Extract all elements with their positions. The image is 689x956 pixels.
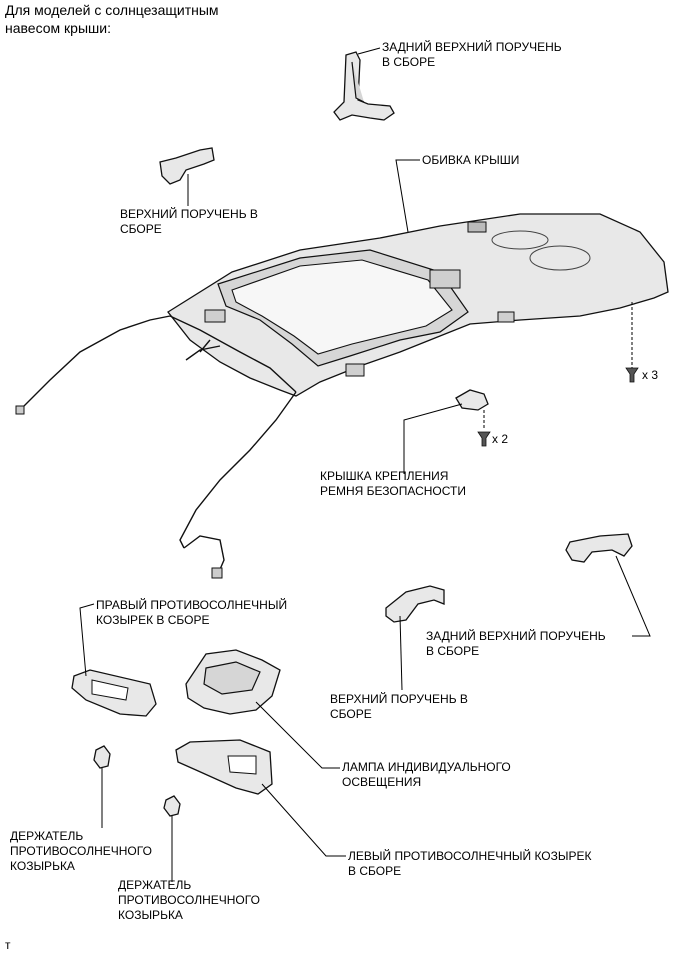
leader-lamp xyxy=(255,701,340,769)
label-rear-assist-grip-bottom: ЗАДНИЙ ВЕРХНИЙ ПОРУЧЕНЬ В СБОРЕ xyxy=(426,629,606,658)
leader-rear-grip-bottom xyxy=(615,555,651,637)
label-visor-holder-left: ДЕРЖАТЕЛЬ ПРОТИВОСОЛНЕЧНОГО КОЗЫРЬКА xyxy=(10,829,152,873)
assist-grip-top-part xyxy=(159,147,215,185)
label-personal-lamp: ЛАМПА ИНДИВИДУАЛЬНОГО ОСВЕЩЕНИЯ xyxy=(342,760,511,789)
leader-rear-grip-top xyxy=(357,47,381,55)
header-line-1: Для моделей с солнцезащитным xyxy=(5,2,219,18)
leader-roof-headlining xyxy=(395,159,420,233)
clip-part-x2 xyxy=(477,431,491,447)
label-clip-count-3: x 3 xyxy=(642,368,659,382)
roof-headlining-part xyxy=(167,213,669,397)
label-visor-holder-right: ДЕРЖАТЕЛЬ ПРОТИВОСОЛНЕЧНОГО КОЗЫРЬКА xyxy=(118,878,260,922)
label-left-sun-visor: ЛЕВЫЙ ПРОТИВОСОЛНЕЧНЫЙ КОЗЫРЕК В СБОРЕ xyxy=(348,849,592,878)
label-roof-headlining: ОБИВКА КРЫШИ xyxy=(422,153,520,167)
assist-grip-bottom-part xyxy=(385,585,445,623)
label-assist-grip-top: ВЕРХНИЙ ПОРУЧЕНЬ В СБОРЕ xyxy=(120,207,258,236)
rear-assist-grip-top-part xyxy=(333,51,395,121)
label-right-sun-visor: ПРАВЫЙ ПРОТИВОСОЛНЕЧНЫЙ КОЗЫРЕК В СБОРЕ xyxy=(96,598,288,627)
label-assist-grip-bottom: ВЕРХНИЙ ПОРУЧЕНЬ В СБОРЕ xyxy=(330,692,468,721)
label-seat-belt-cover: КРЫШКА КРЕПЛЕНИЯ РЕМНЯ БЕЗОПАСНОСТИ xyxy=(320,469,466,498)
left-sun-visor-part xyxy=(175,739,273,795)
clip-part-x3 xyxy=(625,367,639,383)
right-sun-visor-part xyxy=(71,669,157,717)
label-rear-assist-grip-top: ЗАДНИЙ ВЕРХНИЙ ПОРУЧЕНЬ В СБОРЕ xyxy=(382,40,562,69)
leader-seat-belt-cover xyxy=(403,403,463,474)
label-clip-count-2: x 2 xyxy=(492,432,509,446)
footer-mark: т xyxy=(5,938,11,952)
visor-holder-left-part xyxy=(93,745,111,769)
visor-holder-right-part xyxy=(163,795,181,817)
wire-harness xyxy=(15,315,297,579)
leader-assist-grip-bottom xyxy=(399,615,403,691)
leader-right-visor xyxy=(79,603,95,677)
seat-belt-cover-part xyxy=(455,389,489,411)
leader-left-visor xyxy=(261,783,346,857)
personal-lamp-part xyxy=(185,649,281,715)
rear-assist-grip-bottom-part xyxy=(565,533,633,563)
header-line-2: навесом крыши: xyxy=(5,20,111,36)
